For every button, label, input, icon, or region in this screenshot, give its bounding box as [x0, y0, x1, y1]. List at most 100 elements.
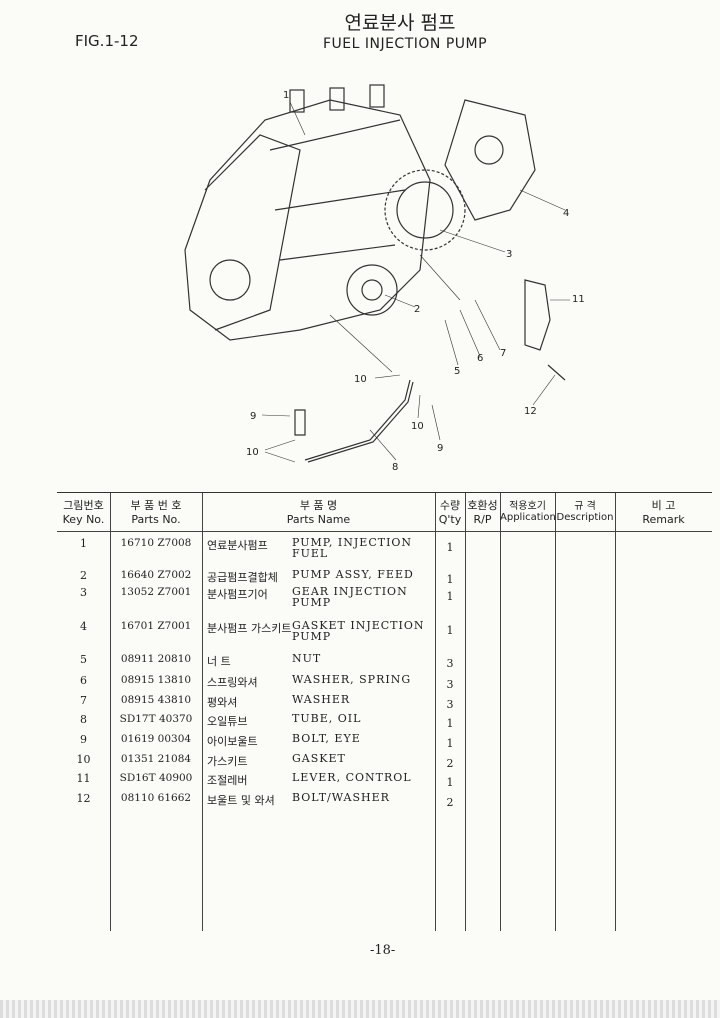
key-cell: 7 [80, 694, 87, 707]
key-cell: 1 [80, 537, 87, 550]
name-english-cell: LEVER, CONTROL [292, 771, 412, 784]
title-english: FUEL INJECTION PUMP [322, 36, 488, 52]
exploded-parts-diagram: 1 2 3 4 5 6 7 8 9 9 10 10 10 11 12 [184, 84, 585, 473]
callout-12: 12 [524, 406, 537, 417]
callout-1: 1 [283, 90, 289, 101]
title-korean: 연료분사 펌프 [344, 12, 456, 34]
callout-7: 7 [500, 348, 506, 359]
callout-8: 8 [392, 462, 398, 473]
key-cell: 6 [80, 674, 87, 687]
qty-cell: 2 [446, 796, 454, 809]
part-number-cell: 08915 43810 [120, 694, 192, 706]
part-number-cell: SD17T 40370 [119, 713, 193, 725]
qty-cell: 1 [446, 624, 454, 637]
callout-2: 2 [414, 304, 420, 315]
name-korean-cell: 분사펌프기어 [207, 588, 268, 601]
qty-cell: 1 [446, 541, 454, 554]
key-cell: 2 [80, 569, 87, 582]
part-number-cell: 08110 61662 [120, 792, 192, 804]
part-number-cell: 13052 Z7001 [120, 586, 192, 598]
key-cell: 9 [80, 733, 87, 746]
callout-10c: 10 [246, 447, 259, 458]
table-row: 7 08915 43810 평와셔 WASHER 3 [57, 693, 712, 711]
pump-body-illustration [184, 84, 466, 341]
key-cell: 8 [80, 713, 87, 726]
key-cell: 10 [76, 753, 91, 766]
bolt-illustration [294, 364, 566, 436]
name-english-cell: GEAR INJECTION PUMP [292, 585, 408, 609]
name-english-cell: BOLT, EYE [292, 732, 361, 745]
key-cell: 3 [80, 586, 87, 599]
name-korean-cell: 오일튜브 [207, 715, 248, 728]
qty-cell: 2 [446, 757, 454, 770]
leader-lines [261, 101, 570, 463]
key-cell: 12 [76, 792, 91, 805]
table-row: 12 08110 61662 보울트 및 와셔 BOLT/WASHER 2 [57, 791, 712, 809]
table-row: 3 13052 Z7001 분사펌프기어 GEAR INJECTION PUMP 1 [57, 586, 712, 608]
name-korean-cell: 스프링와셔 [207, 676, 258, 689]
name-korean-cell: 평와셔 [207, 696, 238, 709]
part-number-cell: 08915 13810 [120, 674, 192, 686]
callout-9b: 9 [437, 443, 443, 454]
qty-cell: 3 [446, 657, 454, 670]
name-korean-cell: 조절레버 [207, 774, 248, 787]
callout-3: 3 [506, 249, 512, 260]
name-korean-cell: 분사펌프 가스키트 [207, 622, 292, 635]
page-number: -18- [370, 943, 396, 958]
qty-cell: 1 [446, 573, 454, 586]
qty-cell: 1 [446, 776, 454, 789]
name-english-cell: WASHER, SPRING [292, 673, 412, 686]
name-korean-cell: 가스키트 [207, 755, 248, 768]
lever-illustration [524, 279, 551, 351]
table-row: 10 01351 21084 가스키트 GASKET 2 [57, 752, 712, 770]
callout-10: 10 [354, 374, 367, 385]
key-cell: 11 [76, 772, 91, 785]
table-row: 11 SD16T 40900 조절레버 LEVER, CONTROL 1 [57, 771, 712, 789]
name-korean-cell: 연료분사펌프 [207, 539, 268, 552]
name-english-cell: WASHER [292, 693, 351, 706]
name-korean-cell: 아이보울트 [207, 735, 258, 748]
name-english-cell: TUBE, OIL [292, 712, 362, 725]
name-korean-cell: 공급펌프결합체 [207, 571, 278, 584]
callout-5: 5 [454, 366, 460, 377]
table-row: 8 SD17T 40370 오일튜브 TUBE, OIL 1 [57, 712, 712, 730]
name-korean-cell: 너 트 [207, 655, 231, 668]
callout-11: 11 [572, 294, 585, 305]
part-number-cell: 01619 00304 [120, 733, 192, 745]
oil-tube-illustration [304, 379, 414, 463]
part-number-cell: 08911 20810 [120, 653, 192, 665]
key-cell: 5 [80, 653, 87, 666]
key-cell: 4 [80, 620, 87, 633]
name-english-cell: BOLT/WASHER [292, 791, 390, 804]
name-english-cell: PUMP ASSY, FEED [292, 568, 414, 581]
qty-cell: 3 [446, 678, 454, 691]
qty-cell: 1 [446, 737, 454, 750]
name-english-cell: GASKET INJECTION PUMP [292, 619, 425, 643]
part-number-cell: 01351 21084 [120, 753, 192, 765]
part-number-cell: SD16T 40900 [119, 772, 193, 784]
scan-edge [0, 1000, 720, 1018]
qty-cell: 1 [446, 590, 454, 603]
name-english-cell: GASKET [292, 752, 346, 765]
callout-10b: 10 [411, 421, 424, 432]
qty-cell: 3 [446, 698, 454, 711]
part-number-cell: 16710 Z7008 [120, 537, 192, 549]
part-number-cell: 16701 Z7001 [120, 620, 192, 632]
qty-cell: 1 [446, 717, 454, 730]
callout-6: 6 [477, 353, 483, 364]
name-korean-cell: 보울트 및 와셔 [207, 794, 275, 807]
